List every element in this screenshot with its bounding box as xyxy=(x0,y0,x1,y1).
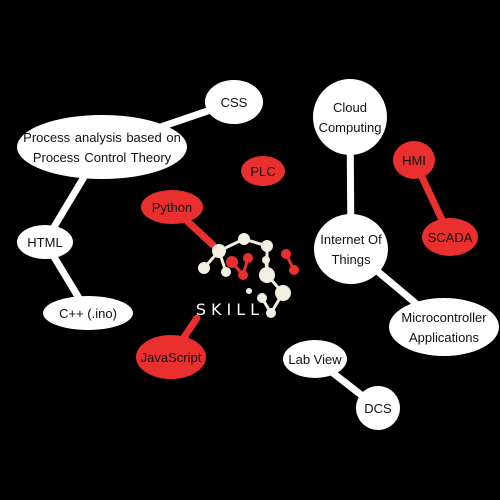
logo-dot-3 xyxy=(221,267,231,277)
logo-dot-15 xyxy=(289,265,299,275)
logo-dot-13 xyxy=(238,270,248,280)
logo-dot-12 xyxy=(226,256,238,268)
node-cpp-ino-label-line-1: C++ (.ino) xyxy=(59,306,117,321)
node-html-bubble xyxy=(17,225,73,259)
node-cpp-ino: C++ (.ino) xyxy=(43,296,133,330)
node-hmi: HMI xyxy=(393,141,435,179)
logo-dot-14 xyxy=(281,249,291,259)
logo-label: SKILL xyxy=(196,300,264,319)
node-lab-view-label-line-1: Lab View xyxy=(288,352,342,367)
node-internet-of-things: Internet Of Things xyxy=(314,214,388,284)
logo-dot-2 xyxy=(212,244,226,258)
node-plc-label-line-1: PLC xyxy=(250,164,275,179)
node-scada-label-line-1: SCADA xyxy=(428,230,473,245)
node-internet-of-things-label-line-2: Things xyxy=(331,252,371,267)
logo-dot-1 xyxy=(198,262,210,274)
node-hmi-bubble xyxy=(393,141,435,179)
node-cloud-computing-bubble xyxy=(313,79,387,155)
node-plc-bubble xyxy=(241,156,285,186)
node-dcs-bubble xyxy=(356,386,400,430)
node-html-label-line-1: HTML xyxy=(27,235,62,250)
skill-nodes: CSS Process analysis based on Process Cont… xyxy=(17,79,499,430)
node-plc: PLC xyxy=(241,156,285,186)
node-cpp-ino-bubble xyxy=(43,296,133,330)
node-cloud-computing-label-line-2: Computing xyxy=(319,120,382,135)
node-dcs: DCS xyxy=(356,386,400,430)
node-process-analysis: Process analysis based on Process Control… xyxy=(17,115,187,179)
node-microcontroller-applications-label-line-2: Applications xyxy=(409,330,480,345)
node-hmi-label-line-1: HMI xyxy=(402,153,426,168)
node-microcontroller-applications-label-line-1: Microcontroller xyxy=(401,310,487,325)
node-css-bubble xyxy=(205,80,263,124)
node-dcs-label-line-1: DCS xyxy=(364,401,392,416)
node-internet-of-things-bubble xyxy=(314,214,388,284)
logo-dot-6 xyxy=(261,240,273,252)
node-lab-view: Lab View xyxy=(283,340,347,378)
logo-dot-5 xyxy=(243,253,253,263)
node-javascript: JavaScript xyxy=(136,335,206,379)
node-process-analysis-bubble xyxy=(17,115,187,179)
node-python-label-line-1: Python xyxy=(152,200,192,215)
node-css-label-line-1: CSS xyxy=(221,95,248,110)
logo-dot-4 xyxy=(238,233,250,245)
node-javascript-label-line-1: JavaScript xyxy=(141,350,202,365)
node-cloud-computing-label-line-1: Cloud xyxy=(333,100,367,115)
logo-dot-8 xyxy=(259,267,275,283)
logo-network-dots xyxy=(198,233,299,318)
node-html: HTML xyxy=(17,225,73,259)
node-microcontroller-applications-bubble xyxy=(389,298,499,356)
node-lab-view-bubble xyxy=(283,340,347,378)
node-internet-of-things-label-line-1: Internet Of xyxy=(320,232,382,247)
logo-dot-9 xyxy=(275,285,291,301)
node-process-analysis-label-line-2: Process Control Theory xyxy=(33,150,172,165)
node-javascript-bubble xyxy=(136,335,206,379)
logo-dot-7 xyxy=(262,256,270,264)
logo-dot-11 xyxy=(266,308,276,318)
node-scada-bubble xyxy=(422,218,478,256)
node-css: CSS xyxy=(205,80,263,124)
logo-dot-16 xyxy=(246,288,252,294)
skill-logo: SKILL xyxy=(196,233,299,319)
logo-dot-10 xyxy=(257,293,267,303)
node-process-analysis-label-line-1: Process analysis based on xyxy=(23,130,181,145)
node-python: Python xyxy=(141,190,203,224)
node-scada: SCADA xyxy=(422,218,478,256)
node-python-bubble xyxy=(141,190,203,224)
